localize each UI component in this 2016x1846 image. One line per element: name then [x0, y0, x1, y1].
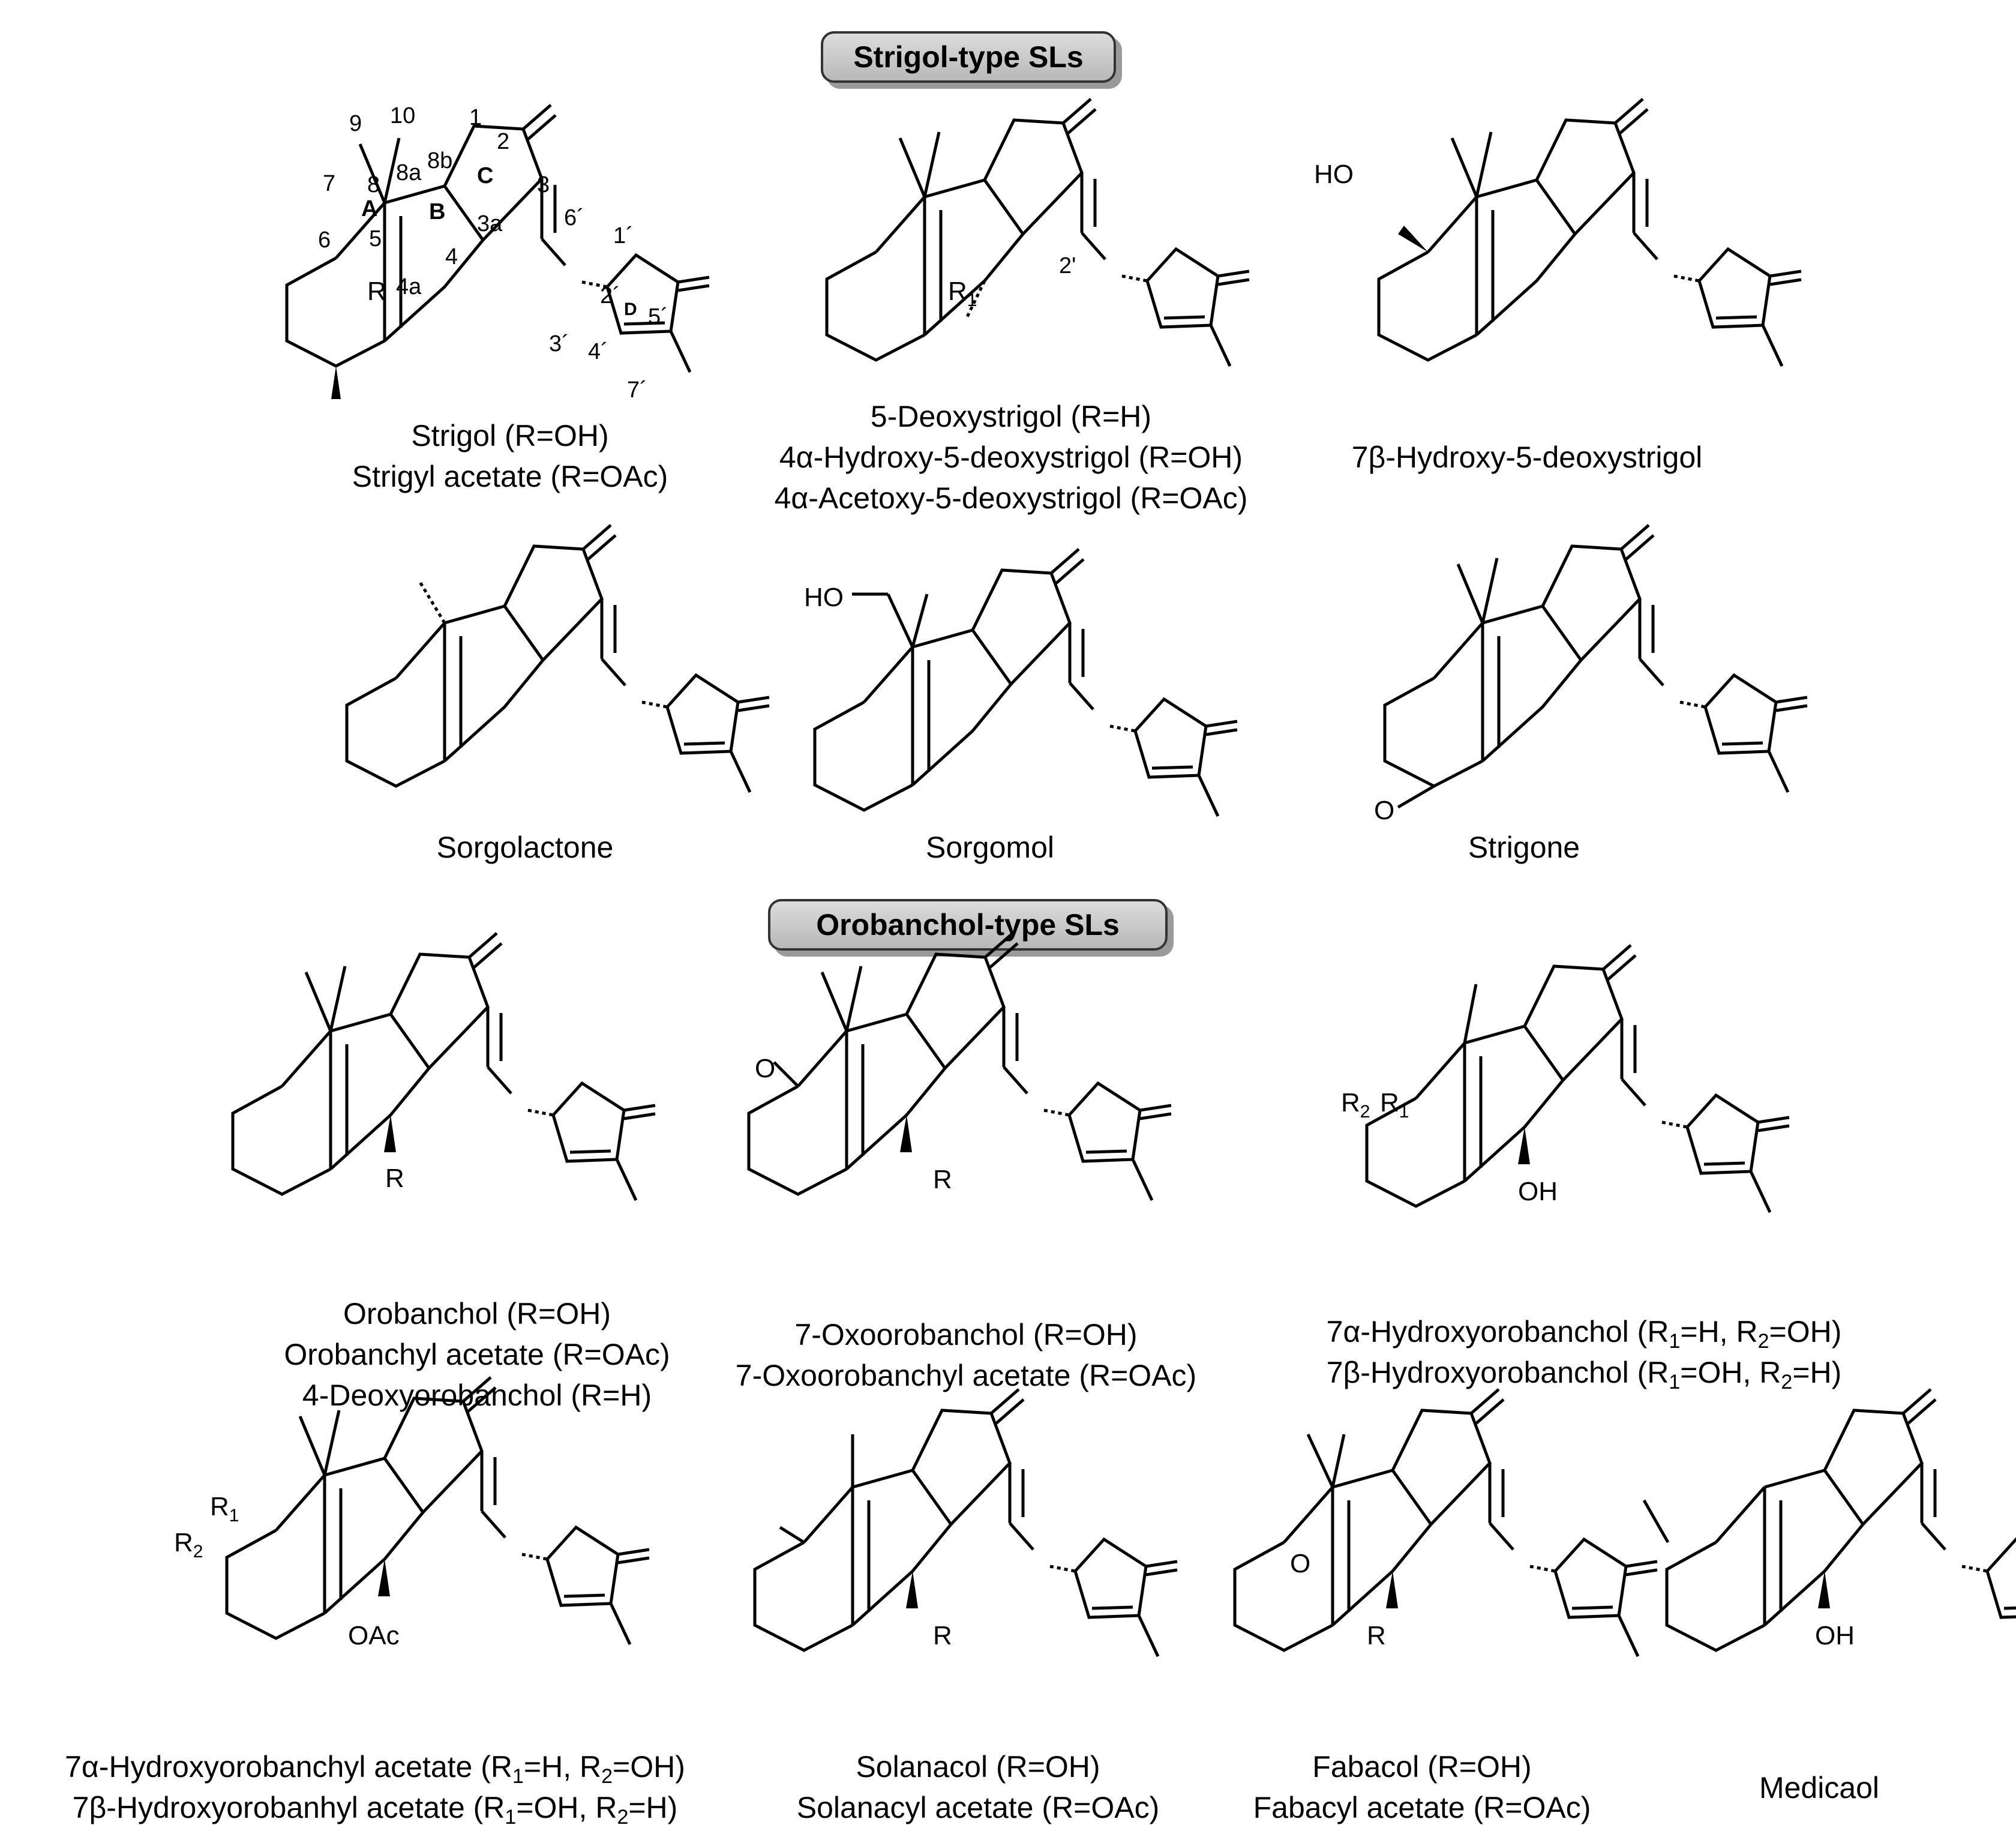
- structure-strigone: [1385, 525, 1807, 809]
- caption-5-deoxystrigol: 5-Deoxystrigol (R=H)4α-Hydroxy-5-deoxyst…: [774, 400, 1248, 515]
- structure-7-hydroxyorobanchol: [1367, 945, 1789, 1212]
- atom-ho-sorgomol: HO: [804, 583, 844, 612]
- atom-number-8: 8: [367, 172, 380, 197]
- atom-number-5p: 5´: [648, 304, 668, 329]
- caption-7-hydroxyorobanchyl-acetate: 7α-Hydroxyorobanchyl acetate (R1=H, R2=O…: [65, 1750, 685, 1829]
- substituent-r-fabacol: R: [1367, 1621, 1386, 1650]
- atom-oh-7-hydroxyorobanchol: OH: [1518, 1177, 1558, 1206]
- atom-number-6: 6: [318, 227, 331, 253]
- section-title-strigol-type: Strigol-type SLs: [821, 31, 1116, 83]
- atom-number-7p: 7´: [627, 377, 647, 403]
- section-title-orobanchol-type: Orobanchol-type SLs: [768, 899, 1168, 951]
- atom-number-3a: 3a: [477, 211, 503, 236]
- substituent-r1-7-hydroxyorobanchol: R1: [1380, 1088, 1409, 1122]
- caption-fabacol: Fabacol (R=OH)Fabacyl acetate (R=OAc): [1253, 1750, 1591, 1824]
- caption-medicaol: Medicaol: [1759, 1771, 1880, 1805]
- atom-number-8b: 8b: [427, 148, 452, 173]
- caption-sorgolactone: Sorgolactone: [436, 831, 614, 864]
- atom-number-2p: 2´: [600, 283, 620, 308]
- atom-number-4p: 4´: [588, 339, 608, 364]
- atom-number-5: 5: [369, 226, 382, 251]
- structure-strigol: [287, 105, 709, 399]
- substituent-r2-7-hydroxyorobanchol: R2: [1341, 1088, 1370, 1122]
- structure-orobanchol: [233, 933, 655, 1200]
- atom-number-10: 10: [390, 103, 415, 128]
- atom-2p-5-deoxystrigol: 2': [1059, 253, 1076, 278]
- ring-label-d: D: [624, 299, 637, 319]
- atom-number-3p: 3´: [549, 331, 569, 356]
- atom-number-8a: 8a: [396, 160, 422, 185]
- substituent-r1-7-hydroxyorobanchyl-acetate: R1: [210, 1492, 239, 1526]
- caption-7-oxoorobanchol: 7-Oxoorobanchol (R=OH)7-Oxoorobanchyl ac…: [735, 1318, 1197, 1392]
- atom-number-3: 3: [537, 172, 550, 197]
- atom-o-fabacol-epoxide: O: [1290, 1549, 1310, 1578]
- ring-label-c: C: [477, 163, 493, 188]
- substituent-r-orobanchol: R: [385, 1164, 404, 1193]
- atom-o-7-oxoorobanchol: O: [755, 1054, 775, 1083]
- structure-solanacol: [755, 1389, 1177, 1656]
- atom-number-2: 2: [497, 129, 509, 154]
- atom-number-4a: 4a: [396, 274, 422, 299]
- caption-strigol: Strigol (R=OH)Strigyl acetate (R=OAc): [352, 419, 668, 493]
- atom-oh-medicaol: OH: [1815, 1621, 1855, 1650]
- atom-number-9: 9: [349, 111, 362, 136]
- structure-fabacol: [1235, 1389, 1657, 1656]
- substituent-r-solanacol: R: [933, 1621, 952, 1650]
- caption-solanacol: Solanacol (R=OH)Solanacyl acetate (R=OAc…: [796, 1750, 1160, 1824]
- substituent-r1-5-deoxystrigol: R1: [948, 277, 977, 310]
- structure-medicaol: [1642, 1389, 2016, 1656]
- substituent-r-7-oxoorobanchol: R: [933, 1165, 952, 1194]
- ring-label-a: A: [361, 196, 377, 221]
- structure-7b-hydroxy-5-deoxystrigol: [1379, 99, 1801, 366]
- atom-number-6p: 6´: [564, 205, 584, 230]
- atom-number-1: 1: [469, 105, 482, 130]
- atom-number-4: 4: [445, 244, 458, 269]
- structure-5-deoxystrigol: [827, 99, 1249, 366]
- atom-o-strigone: O: [1374, 796, 1394, 825]
- atom-ho-7b-hydroxy: HO: [1314, 160, 1354, 189]
- atom-number-1p: 1´: [613, 223, 634, 248]
- ring-label-b: B: [429, 199, 445, 224]
- caption-strigone: Strigone: [1468, 831, 1580, 864]
- atom-number-7: 7: [323, 171, 335, 196]
- caption-orobanchol: Orobanchol (R=OH)Orobanchyl acetate (R=O…: [284, 1297, 670, 1412]
- structure-7-hydroxyorobanchyl-acetate: [227, 1377, 649, 1644]
- structure-7-oxoorobanchol: [749, 933, 1171, 1200]
- caption-sorgomol: Sorgomol: [926, 831, 1054, 864]
- structure-sorgomol: [815, 549, 1237, 816]
- substituent-r2-7-hydroxyorobanchyl-acetate: R2: [174, 1528, 203, 1562]
- caption-7-hydroxyorobanchol: 7α-Hydroxyorobanchol (R1=H, R2=OH) 7β-Hy…: [1326, 1315, 1842, 1394]
- substituent-r-strigol: R: [367, 277, 386, 306]
- caption-7b-hydroxy-5-deoxystrigol: 7β-Hydroxy-5-deoxystrigol: [1351, 440, 1703, 474]
- structure-sorgolactone: [347, 525, 769, 792]
- atom-oac-7-hydroxyorobanchyl-acetate: OAc: [348, 1621, 400, 1650]
